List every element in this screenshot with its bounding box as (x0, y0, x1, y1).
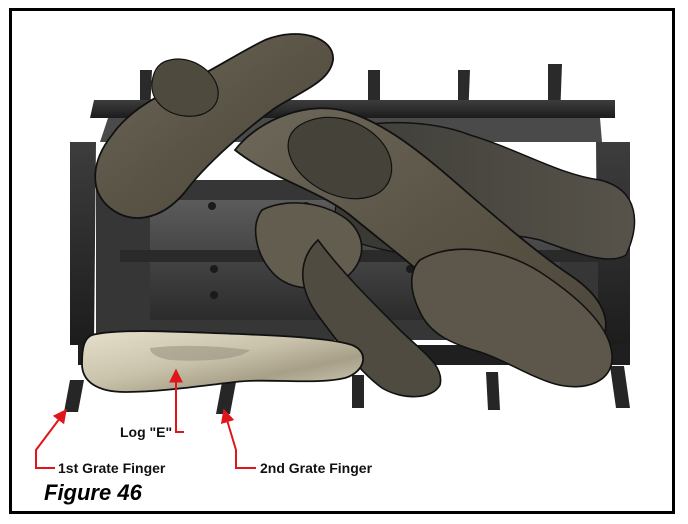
first-grate-finger-label: 1st Grate Finger (58, 460, 165, 476)
arrow-icon (224, 410, 256, 468)
log-e-label: Log "E" (120, 424, 172, 440)
log-e (82, 331, 363, 392)
second-grate-finger-label: 2nd Grate Finger (260, 460, 372, 476)
figure-caption: Figure 46 (44, 480, 142, 506)
